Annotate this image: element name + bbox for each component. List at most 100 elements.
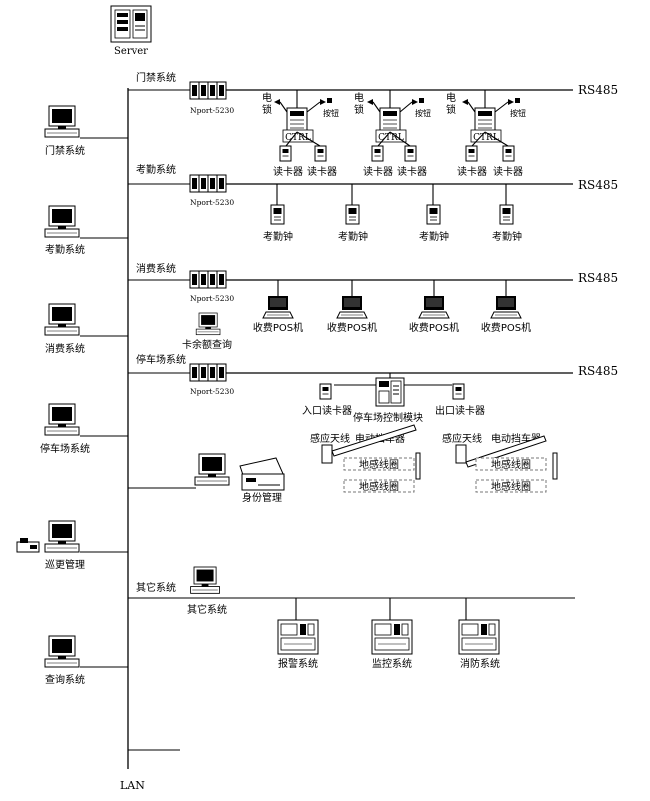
- workstation-patrol: 巡更管理: [16, 520, 128, 571]
- workstation-parking: 停车场系统: [40, 403, 128, 455]
- time-clock-icon: [426, 204, 441, 225]
- pos-terminal-icon: [262, 295, 294, 319]
- workstation-consume-label: 消费系统: [45, 342, 85, 355]
- computer-icon: [190, 566, 220, 594]
- card-reader-icon: [279, 145, 292, 162]
- branch-door: 门禁系统 Nport-5230 RS485 电锁 按钮 CTRL 读卡器 读卡器: [128, 71, 618, 178]
- computer-icon: [195, 312, 221, 336]
- loop-label: 地感线圈: [491, 458, 531, 471]
- nport-label: Nport-5230: [190, 294, 234, 303]
- pos-terminal-label: 收费POS机: [481, 321, 531, 334]
- server: Server: [110, 5, 152, 57]
- time-clock-label: 考勤钟: [419, 230, 449, 243]
- workstation-consume: 消费系统: [44, 303, 128, 355]
- rs485-label: RS485: [578, 364, 618, 378]
- card-reader-icon: [371, 145, 384, 162]
- lock-label: 电锁: [354, 91, 364, 116]
- pos-terminal-icon: [418, 295, 450, 319]
- controller-icon: [286, 107, 308, 133]
- card-reader-icon: [452, 383, 465, 400]
- lock-label: 电锁: [446, 91, 456, 116]
- button-icon: [327, 98, 332, 103]
- antenna-label: 感应天线: [310, 432, 350, 445]
- nport-icon: [189, 363, 227, 382]
- alarm-system-label: 报警系统: [278, 657, 318, 670]
- workstation-door: 门禁系统: [44, 105, 128, 157]
- time-clock-label: 考勤钟: [492, 230, 522, 243]
- balance-query: 卡余额查询: [182, 312, 232, 351]
- workstation-door-label: 门禁系统: [45, 144, 85, 157]
- other-station-label: 其它系统: [187, 603, 227, 616]
- patrol-device-icon: [16, 538, 40, 553]
- parking-control-module: 停车场控制模块: [334, 373, 452, 424]
- control-module-label: 停车场控制模块: [353, 411, 423, 424]
- workstation-patrol-label: 巡更管理: [45, 558, 85, 571]
- time-clock-label: 考勤钟: [338, 230, 368, 243]
- card-reader-icon: [465, 145, 478, 162]
- reader-label: 读卡器: [493, 165, 523, 178]
- computer-icon: [44, 520, 80, 553]
- pos-terminal: 收费POS机: [253, 280, 303, 334]
- workstation-attendance: 考勤系统: [44, 205, 128, 256]
- branch-other-label: 其它系统: [136, 581, 176, 594]
- ctrl-label: CTRL: [378, 133, 404, 143]
- loop-box: [475, 457, 547, 471]
- nport-icon: [189, 81, 227, 100]
- reader-label: 读卡器: [457, 165, 487, 178]
- reader-label: 读卡器: [397, 165, 427, 178]
- computer-icon: [44, 635, 80, 668]
- button-label: 按钮: [415, 108, 431, 118]
- lan-label: LAN: [120, 779, 145, 792]
- controller-icon: [375, 377, 405, 407]
- identity-management: 身份管理: [128, 453, 285, 504]
- computer-icon: [194, 453, 230, 486]
- pos-terminal-icon: [336, 295, 368, 319]
- time-clock-icon: [345, 204, 360, 225]
- cabinet-icon: [277, 619, 319, 655]
- monitor-system-label: 监控系统: [372, 657, 412, 670]
- server-icon: [110, 5, 152, 43]
- balance-query-label: 卡余额查询: [182, 338, 232, 351]
- workstation-query: 查询系统: [44, 635, 128, 686]
- loop-box: [343, 457, 415, 471]
- branch-parking: 停车场系统 Nport-5230 RS485 停车场控制模块 入口: [128, 353, 618, 504]
- branch-attendance: 考勤系统 Nport-5230 RS485 考勤钟 考勤钟 考勤钟 考勤钟: [128, 163, 618, 243]
- time-clock: 考勤钟: [492, 184, 522, 243]
- card-reader-icon: [404, 145, 417, 162]
- time-clock-icon: [270, 204, 285, 225]
- computer-icon: [44, 205, 80, 238]
- branch-consume-label: 消费系统: [136, 262, 176, 275]
- branch-attendance-label: 考勤系统: [136, 163, 176, 176]
- printer-icon: [239, 457, 285, 491]
- parking-entry: 入口读卡器 感应天线 电动挡车器 地感线圈 地感线圈: [302, 383, 421, 493]
- loop-label: 地感线圈: [491, 480, 531, 493]
- pos-terminal-label: 收费POS机: [327, 321, 377, 334]
- branch-parking-label: 停车场系统: [136, 353, 186, 366]
- loop-box: [343, 479, 415, 493]
- rs485-label: RS485: [578, 178, 618, 192]
- parking-exit: 出口读卡器 感应天线 电动挡车器 地感线圈 地感线圈: [435, 383, 558, 493]
- nport-icon: [189, 174, 227, 193]
- loop-box: [475, 479, 547, 493]
- pos-terminal-icon: [490, 295, 522, 319]
- branch-door-label: 门禁系统: [136, 71, 176, 84]
- pos-terminal-label: 收费POS机: [409, 321, 459, 334]
- controller-icon: [474, 107, 496, 133]
- nport-label: Nport-5230: [190, 387, 234, 396]
- button-label: 按钮: [323, 108, 339, 118]
- computer-icon: [44, 105, 80, 138]
- ctrl-label: CTRL: [473, 133, 499, 143]
- computer-icon: [44, 403, 80, 436]
- exit-reader-label: 出口读卡器: [435, 404, 485, 417]
- identity-management-label: 身份管理: [242, 491, 282, 504]
- button-label: 按钮: [510, 108, 526, 118]
- door-controller-unit: 电锁 按钮 CTRL 读卡器 读卡器: [354, 90, 431, 178]
- time-clock: 考勤钟: [338, 184, 368, 243]
- lan-backbone: LAN: [120, 88, 180, 792]
- pos-terminal: 收费POS机: [481, 280, 531, 334]
- time-clock-label: 考勤钟: [263, 230, 293, 243]
- reader-label: 读卡器: [363, 165, 393, 178]
- pos-terminal: 收费POS机: [409, 280, 459, 334]
- workstation-attendance-label: 考勤系统: [45, 243, 85, 256]
